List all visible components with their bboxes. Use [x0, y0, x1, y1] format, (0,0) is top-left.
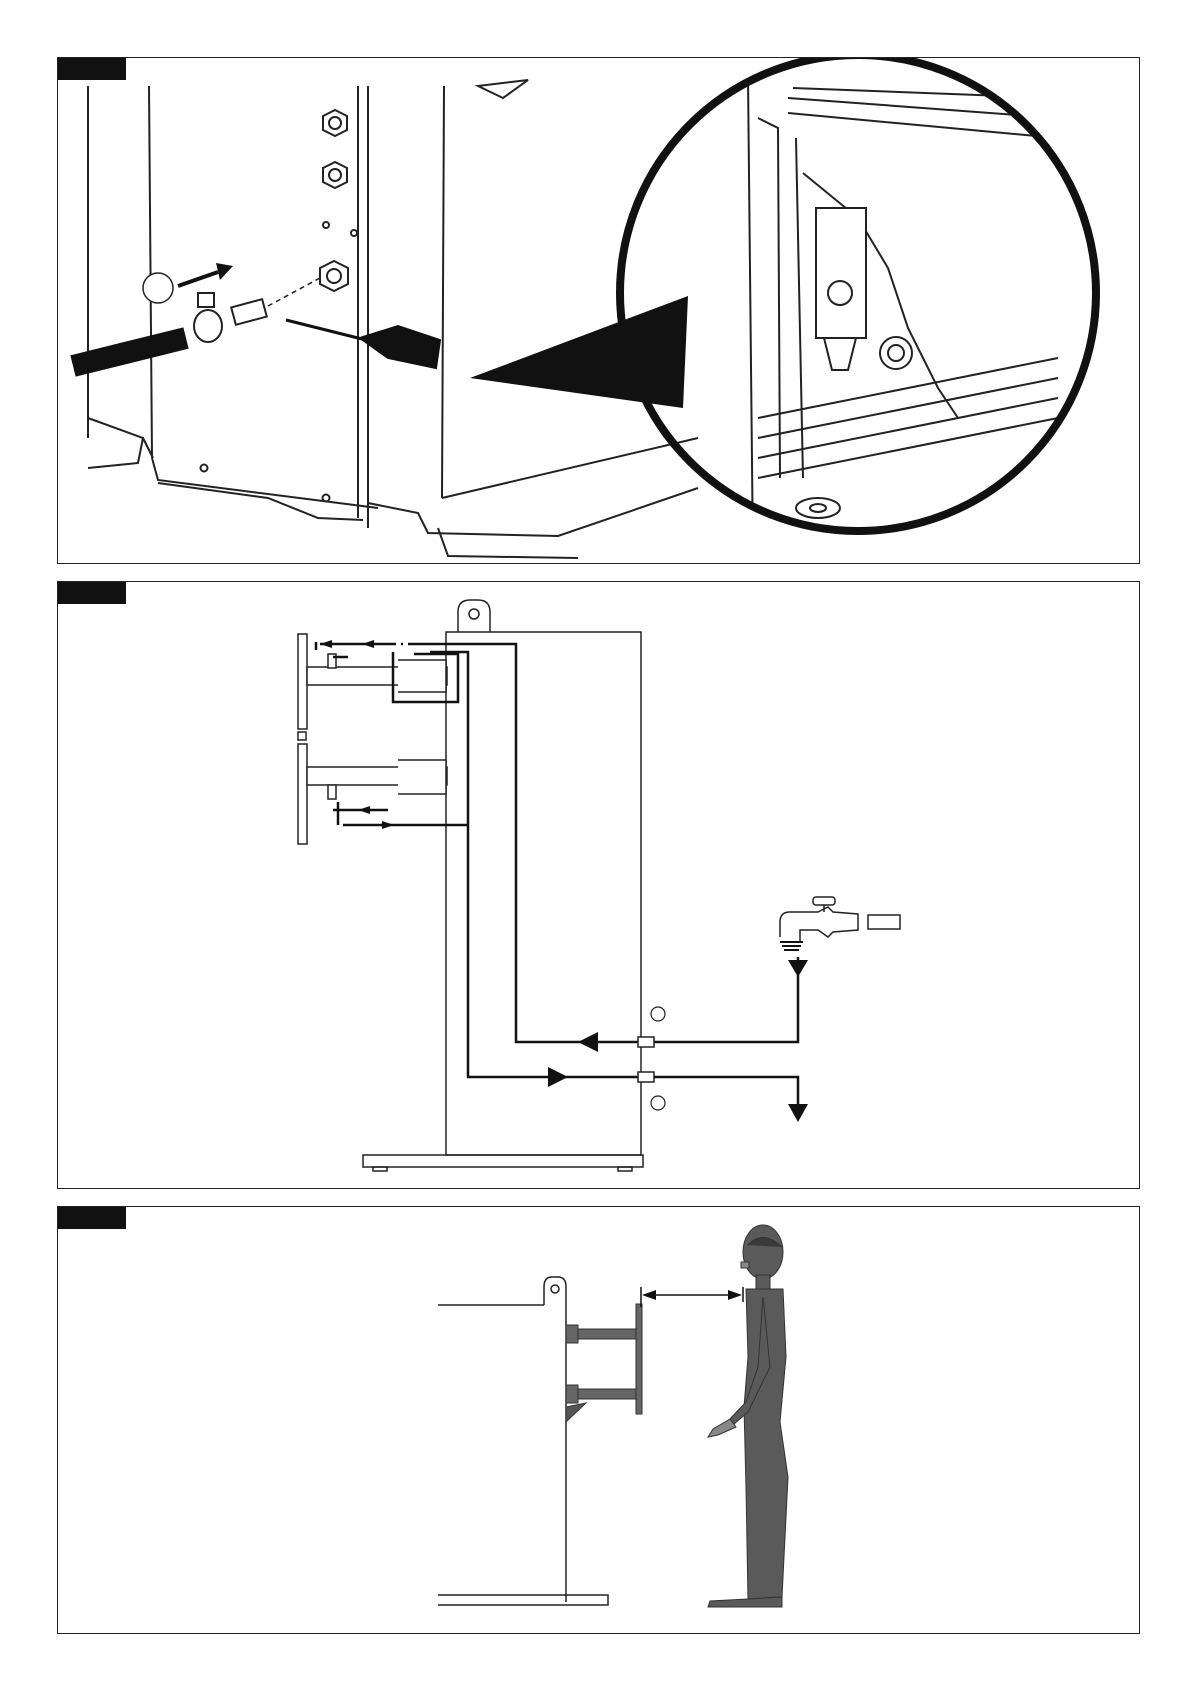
machine-outline — [438, 1277, 608, 1605]
magnified-detail — [620, 58, 1096, 558]
panel-water-circuit — [57, 581, 1140, 1189]
callout-circle-a — [143, 273, 173, 303]
cooling-lines — [316, 642, 638, 1077]
screwdriver — [286, 320, 440, 368]
machine-arms — [566, 1304, 642, 1422]
zoom-pointer — [470, 296, 688, 408]
safety-distance-dimension — [641, 1287, 743, 1307]
hose-installation-illustration — [58, 58, 1141, 565]
operator-figure — [708, 1225, 788, 1607]
panel-operator-distance — [57, 1206, 1140, 1634]
operator-distance-illustration — [58, 1207, 1141, 1635]
alignment-dashed-line — [268, 278, 320, 306]
callout-outlet — [651, 1096, 665, 1110]
panel-bolts — [201, 110, 358, 502]
insert-direction-arrow — [178, 272, 218, 286]
water-hose — [73, 338, 186, 366]
water-tap — [780, 897, 900, 950]
hose-clamp — [194, 293, 222, 342]
upper-electrode-arm — [298, 634, 447, 740]
machine-body — [88, 80, 698, 558]
water-circuit-diagram — [58, 582, 1141, 1190]
external-lines — [654, 957, 798, 1107]
hose-fitting — [231, 299, 267, 325]
callout-inlet — [651, 1007, 665, 1021]
panel-hose-installation — [57, 57, 1140, 564]
lower-electrode-arm — [298, 744, 447, 844]
